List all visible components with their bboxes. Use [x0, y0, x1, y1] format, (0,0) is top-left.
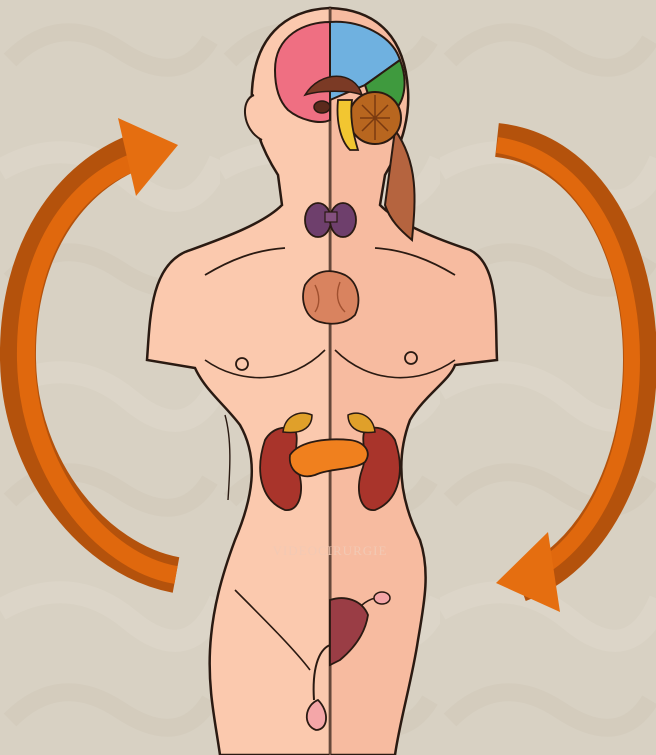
watermark: VIDEOCIRURGIE — [273, 543, 388, 558]
pituitary — [314, 101, 330, 113]
thymus — [303, 271, 358, 324]
